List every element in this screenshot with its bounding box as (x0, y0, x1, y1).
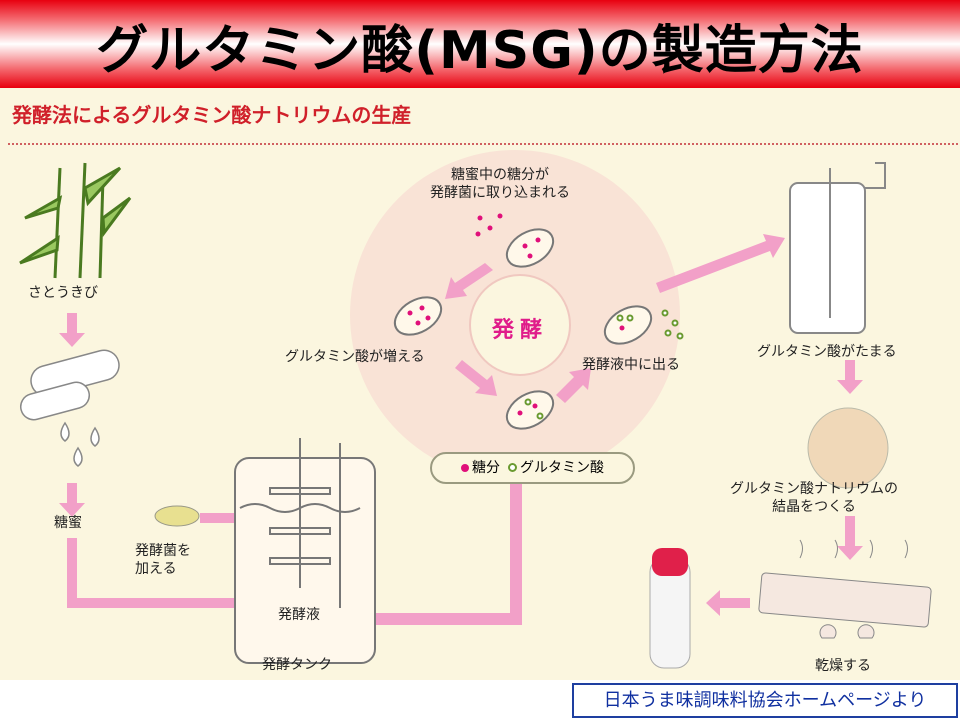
label-crystal: グルタミン酸ナトリウムの結晶をつくる (730, 480, 898, 516)
bacteria-cells (393, 228, 653, 430)
label-add-bacteria-1: 発酵菌を (135, 543, 191, 559)
label-tank: 発酵タンク (262, 657, 332, 673)
seasoning-bottle-icon (649, 548, 691, 669)
label-release: 発酵液中に出る (582, 357, 680, 373)
process-diagram (19, 150, 932, 669)
label-fermentation: 発酵 (491, 318, 548, 343)
sugar-dot-icon (461, 464, 469, 472)
label-uptake-1: 糖蜜中の糖分が (451, 167, 549, 183)
sugar-dots (407, 213, 625, 416)
label-molasses: 糖蜜 (54, 515, 82, 531)
legend-sugar: 糖分 (472, 460, 500, 476)
label-accumulate: グルタミン酸がたまる (757, 344, 897, 360)
culture-tank-icon (789, 162, 886, 334)
fermentation-center-circle (469, 274, 571, 376)
label-crystal-2: 結晶をつくる (772, 499, 856, 515)
glutamate-dots (524, 309, 684, 420)
dryer-icon (758, 539, 932, 639)
slide-title: グルタミン酸(MSG)の製造方法 (96, 21, 864, 81)
label-sugarcane: さとうきび (28, 285, 98, 301)
label-add-bacteria-2: 加える (135, 561, 177, 577)
sugarcane-icon (19, 162, 132, 279)
label-broth: 発酵液 (278, 607, 320, 623)
crystals-icon (807, 407, 889, 489)
crushed-cane-icon (19, 349, 120, 467)
label-uptake-2: 発酵菌に取り込まれる (430, 185, 570, 201)
label-dry: 乾燥する (815, 658, 871, 674)
glutamate-dot-icon (508, 463, 517, 472)
label-uptake: 糖蜜中の糖分が発酵菌に取り込まれる (430, 166, 570, 202)
label-increase: グルタミン酸が増える (285, 349, 425, 365)
legend-glutamate: グルタミン酸 (520, 460, 604, 476)
title-bar: グルタミン酸(MSG)の製造方法 (0, 0, 960, 88)
flow-arrows (59, 234, 863, 625)
divider (8, 143, 958, 145)
source-credit: 日本うま味調味料協会ホームページより (572, 683, 958, 718)
bacteria-icon (154, 505, 200, 527)
label-crystal-1: グルタミン酸ナトリウムの (730, 481, 898, 497)
label-add-bacteria: 発酵菌を加える (135, 542, 191, 578)
legend: 糖分 グルタミン酸 (430, 452, 635, 484)
diagram-subtitle: 発酵法によるグルタミン酸ナトリウムの生産 (12, 103, 412, 127)
fermentation-tank-icon (234, 438, 376, 664)
